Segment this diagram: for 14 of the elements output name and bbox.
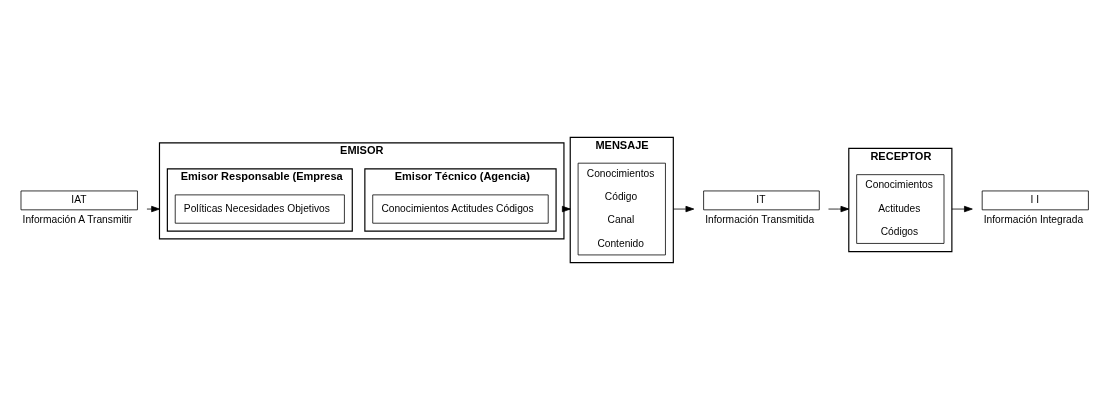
node-label: Información Transmitida bbox=[705, 213, 815, 225]
node-box: Políticas Necesidades Objetivos bbox=[174, 194, 345, 224]
arrow bbox=[146, 205, 160, 213]
node-label: Información A Transmitir bbox=[22, 213, 133, 225]
arrow bbox=[828, 205, 850, 213]
node-box: Conocimientos Actitudes Códigos bbox=[856, 174, 945, 244]
node-box: Conocimientos Código Canal Contenido bbox=[577, 162, 666, 256]
node-box: IT bbox=[703, 190, 820, 211]
arrow bbox=[672, 205, 695, 213]
node-box: IAT bbox=[20, 190, 138, 211]
node-box: Conocimientos Actitudes Códigos bbox=[372, 194, 549, 224]
node-box: I I bbox=[981, 190, 1089, 211]
node-label: Información Integrada bbox=[983, 213, 1084, 225]
arrow bbox=[951, 205, 973, 213]
